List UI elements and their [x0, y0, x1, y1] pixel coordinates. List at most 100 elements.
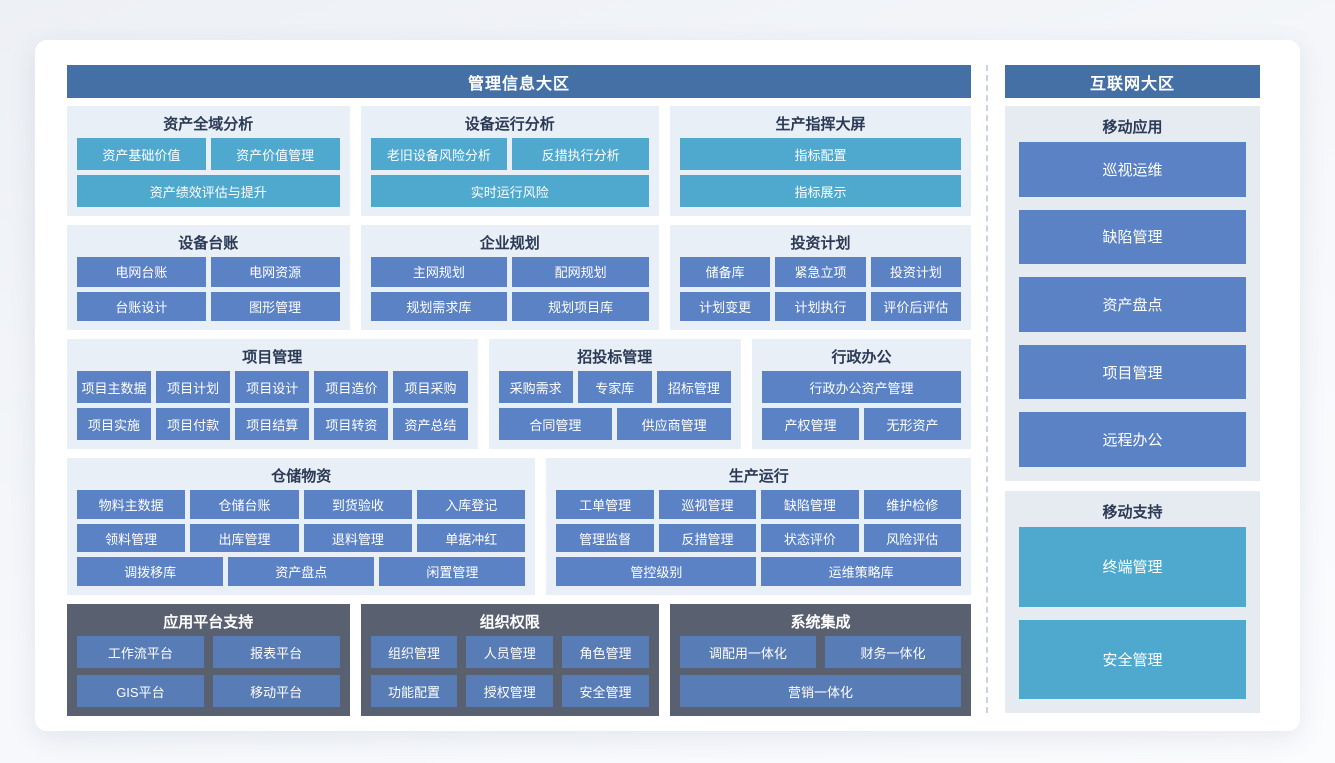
module-button[interactable]: 仓储台账: [190, 490, 299, 519]
module-button[interactable]: 角色管理: [562, 636, 649, 668]
module-button[interactable]: 入库登记: [417, 490, 526, 519]
button-row: 管理监督反措管理状态评价风险评估: [556, 523, 961, 553]
module-button[interactable]: 闲置管理: [379, 557, 526, 587]
module-button[interactable]: 无形资产: [864, 408, 962, 440]
module-button[interactable]: 图形管理: [210, 291, 340, 321]
module-button[interactable]: 项目付款: [156, 408, 231, 440]
module-button[interactable]: 巡视管理: [658, 490, 757, 519]
section-title: 应用平台支持: [163, 614, 254, 631]
module-button[interactable]: 评价后评估: [870, 291, 962, 321]
module-button[interactable]: 电网台账: [77, 257, 206, 287]
module-button[interactable]: 项目管理: [1019, 344, 1246, 400]
module-button[interactable]: 工单管理: [556, 490, 654, 519]
module-button[interactable]: 调拨移库: [77, 557, 224, 587]
module-button[interactable]: 项目结算: [235, 408, 310, 440]
module-button[interactable]: 缺陷管理: [1019, 209, 1246, 265]
section-body: 主网规划配网规划规划需求库规划项目库: [370, 257, 649, 321]
section-enterprise-planning: 企业规划主网规划配网规划规划需求库规划项目库: [360, 225, 659, 330]
module-button[interactable]: 资产盘点: [1019, 277, 1246, 332]
module-button[interactable]: GIS平台: [77, 675, 204, 707]
button-row: 规划需求库规划项目库: [370, 291, 649, 321]
module-button[interactable]: 计划变更: [679, 291, 771, 321]
module-button[interactable]: 供应商管理: [617, 408, 732, 440]
button-row: 物料主数据仓储台账到货验收入库登记: [77, 490, 526, 519]
module-button[interactable]: 运维策略库: [761, 557, 961, 587]
module-button[interactable]: 安全管理: [1019, 619, 1246, 699]
module-button[interactable]: 移动平台: [212, 675, 340, 707]
module-button[interactable]: 人员管理: [466, 636, 554, 668]
module-button[interactable]: 管理监督: [556, 523, 654, 553]
module-button[interactable]: 财务一体化: [824, 636, 962, 668]
section-body: 资产基础价值资产价值管理资产绩效评估与提升: [77, 138, 340, 207]
module-button[interactable]: 行政办公资产管理: [762, 371, 961, 403]
module-button[interactable]: 报表平台: [212, 636, 340, 668]
module-button[interactable]: 缺陷管理: [761, 490, 859, 519]
module-button[interactable]: 到货验收: [303, 490, 413, 519]
module-button[interactable]: 反措执行分析: [512, 138, 649, 170]
module-button[interactable]: 领料管理: [77, 523, 186, 553]
section-production-dashboard: 生产指挥大屏指标配置指标展示: [669, 106, 971, 216]
button-row: 主网规划配网规划: [370, 257, 649, 287]
module-button[interactable]: 台账设计: [77, 291, 206, 321]
module-button[interactable]: 状态评价: [761, 523, 859, 553]
module-button[interactable]: 采购需求: [498, 371, 573, 403]
module-button[interactable]: 维护检修: [863, 490, 961, 519]
section-title: 行政办公: [831, 349, 892, 366]
module-button[interactable]: 资产盘点: [228, 557, 375, 587]
module-button[interactable]: 组织管理: [370, 636, 458, 668]
module-button[interactable]: 指标配置: [679, 138, 961, 170]
module-button[interactable]: 规划项目库: [512, 291, 649, 321]
module-button[interactable]: 营销一体化: [679, 675, 961, 707]
module-button[interactable]: 项目主数据: [77, 371, 152, 403]
module-button[interactable]: 紧急立项: [775, 257, 866, 287]
left-zone-rows: 资产全域分析资产基础价值资产价值管理资产绩效评估与提升设备运行分析老旧设备风险分…: [67, 106, 971, 716]
button-row: 项目主数据项目计划项目设计项目造价项目采购: [77, 371, 468, 403]
module-button[interactable]: 项目设计: [235, 371, 310, 403]
module-button[interactable]: 物料主数据: [77, 490, 186, 519]
module-button[interactable]: 资产基础价值: [77, 138, 206, 170]
module-button[interactable]: 资产总结: [393, 408, 468, 440]
module-button[interactable]: 退料管理: [303, 523, 413, 553]
module-button[interactable]: 单据冲红: [417, 523, 526, 553]
section-body: 巡视运维缺陷管理资产盘点项目管理远程办公: [1019, 142, 1246, 467]
module-button[interactable]: 巡视运维: [1019, 142, 1246, 197]
module-button[interactable]: 电网资源: [210, 257, 340, 287]
module-button[interactable]: 出库管理: [190, 523, 299, 553]
module-button[interactable]: 合同管理: [498, 408, 613, 440]
module-button[interactable]: 反措管理: [658, 523, 757, 553]
section-row: 资产全域分析资产基础价值资产价值管理资产绩效评估与提升设备运行分析老旧设备风险分…: [67, 106, 971, 216]
module-button[interactable]: 指标展示: [679, 175, 961, 207]
section-row: 仓储物资物料主数据仓储台账到货验收入库登记领料管理出库管理退料管理单据冲红调拨移…: [67, 458, 971, 595]
module-button[interactable]: 远程办公: [1019, 412, 1246, 467]
module-button[interactable]: 投资计划: [870, 257, 962, 287]
module-button[interactable]: 招标管理: [656, 371, 732, 403]
section-row: 项目管理项目主数据项目计划项目设计项目造价项目采购项目实施项目付款项目结算项目转…: [67, 339, 971, 449]
module-button[interactable]: 终端管理: [1019, 527, 1246, 607]
module-button[interactable]: 产权管理: [762, 408, 860, 440]
zone-divider: [986, 65, 988, 713]
module-button[interactable]: 项目转资: [314, 408, 389, 440]
module-button[interactable]: 资产价值管理: [210, 138, 340, 170]
module-button[interactable]: 项目计划: [156, 371, 231, 403]
module-button[interactable]: 老旧设备风险分析: [370, 138, 508, 170]
module-button[interactable]: 项目采购: [393, 371, 468, 403]
module-button[interactable]: 资产绩效评估与提升: [77, 175, 340, 207]
module-button[interactable]: 项目造价: [314, 371, 389, 403]
module-button[interactable]: 调配用一体化: [679, 636, 816, 668]
module-button[interactable]: 风险评估: [863, 523, 961, 553]
module-button[interactable]: 计划执行: [775, 291, 866, 321]
module-button[interactable]: 实时运行风险: [370, 175, 649, 207]
module-button[interactable]: 项目实施: [77, 408, 152, 440]
module-button[interactable]: 规划需求库: [370, 291, 508, 321]
module-button[interactable]: 配网规划: [512, 257, 649, 287]
module-button[interactable]: 主网规划: [370, 257, 508, 287]
module-button[interactable]: 安全管理: [562, 675, 649, 707]
zone-management-info: 管理信息大区 资产全域分析资产基础价值资产价值管理资产绩效评估与提升设备运行分析…: [67, 65, 971, 716]
module-button[interactable]: 功能配置: [370, 675, 458, 707]
module-button[interactable]: 储备库: [679, 257, 771, 287]
module-button[interactable]: 工作流平台: [77, 636, 204, 668]
section-equipment-analysis: 设备运行分析老旧设备风险分析反措执行分析实时运行风险: [360, 106, 659, 216]
module-button[interactable]: 专家库: [577, 371, 652, 403]
module-button[interactable]: 授权管理: [466, 675, 554, 707]
module-button[interactable]: 管控级别: [556, 557, 757, 587]
